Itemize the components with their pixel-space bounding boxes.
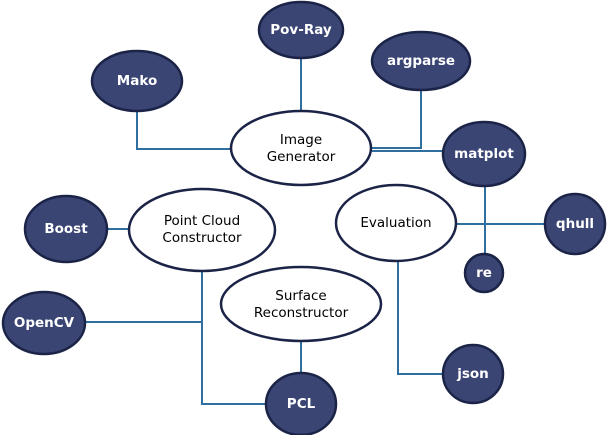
edge-pcl-point-cloud-constructor: [201, 322, 266, 405]
component-image-generator-label-line2: Generator: [267, 149, 336, 165]
library-pcl[interactable]: PCL: [264, 371, 338, 435]
library-re[interactable]: re: [463, 252, 505, 294]
library-boost[interactable]: Boost: [23, 194, 109, 264]
component-surface-reconstructor[interactable]: Surface Reconstructor: [219, 265, 383, 343]
component-evaluation[interactable]: Evaluation: [334, 183, 458, 263]
component-image-generator[interactable]: Image Generator: [229, 109, 373, 187]
component-surface-reconstructor-label-line1: Surface: [275, 288, 326, 304]
library-matplot-label: matplot: [454, 146, 514, 162]
library-json-label: json: [456, 366, 489, 382]
component-point-cloud-constructor-label-line1: Point Cloud: [164, 213, 240, 229]
library-opencv-label: OpenCV: [14, 315, 75, 331]
library-json[interactable]: json: [441, 343, 505, 405]
component-surface-reconstructor-label-line2: Reconstructor: [254, 305, 349, 321]
component-point-cloud-constructor-label-line2: Constructor: [162, 230, 242, 246]
edge-json-evaluation: [397, 261, 443, 375]
library-povray-label: Pov-Ray: [270, 22, 332, 38]
library-qhull-label: qhull: [556, 216, 594, 232]
library-povray[interactable]: Pov-Ray: [257, 0, 345, 60]
edge-argparse-image-generator: [372, 90, 422, 149]
library-opencv[interactable]: OpenCV: [1, 290, 87, 356]
library-matplot[interactable]: matplot: [441, 120, 527, 188]
component-image-generator-label-line1: Image: [280, 132, 322, 148]
edge-mako-image-generator: [136, 112, 232, 150]
library-pcl-label: PCL: [287, 396, 316, 412]
library-argparse-label: argparse: [387, 53, 455, 69]
library-boost-label: Boost: [44, 221, 88, 237]
library-argparse[interactable]: argparse: [370, 30, 472, 92]
library-qhull[interactable]: qhull: [543, 192, 607, 256]
connectors: [84, 58, 545, 405]
component-point-cloud-constructor[interactable]: Point Cloud Constructor: [127, 187, 277, 273]
library-mako-label: Mako: [117, 73, 157, 89]
edge-opencv-point-cloud-constructor: [84, 271, 203, 323]
component-evaluation-label: Evaluation: [360, 215, 431, 231]
library-mako[interactable]: Mako: [90, 49, 184, 113]
library-re-label: re: [476, 265, 492, 281]
